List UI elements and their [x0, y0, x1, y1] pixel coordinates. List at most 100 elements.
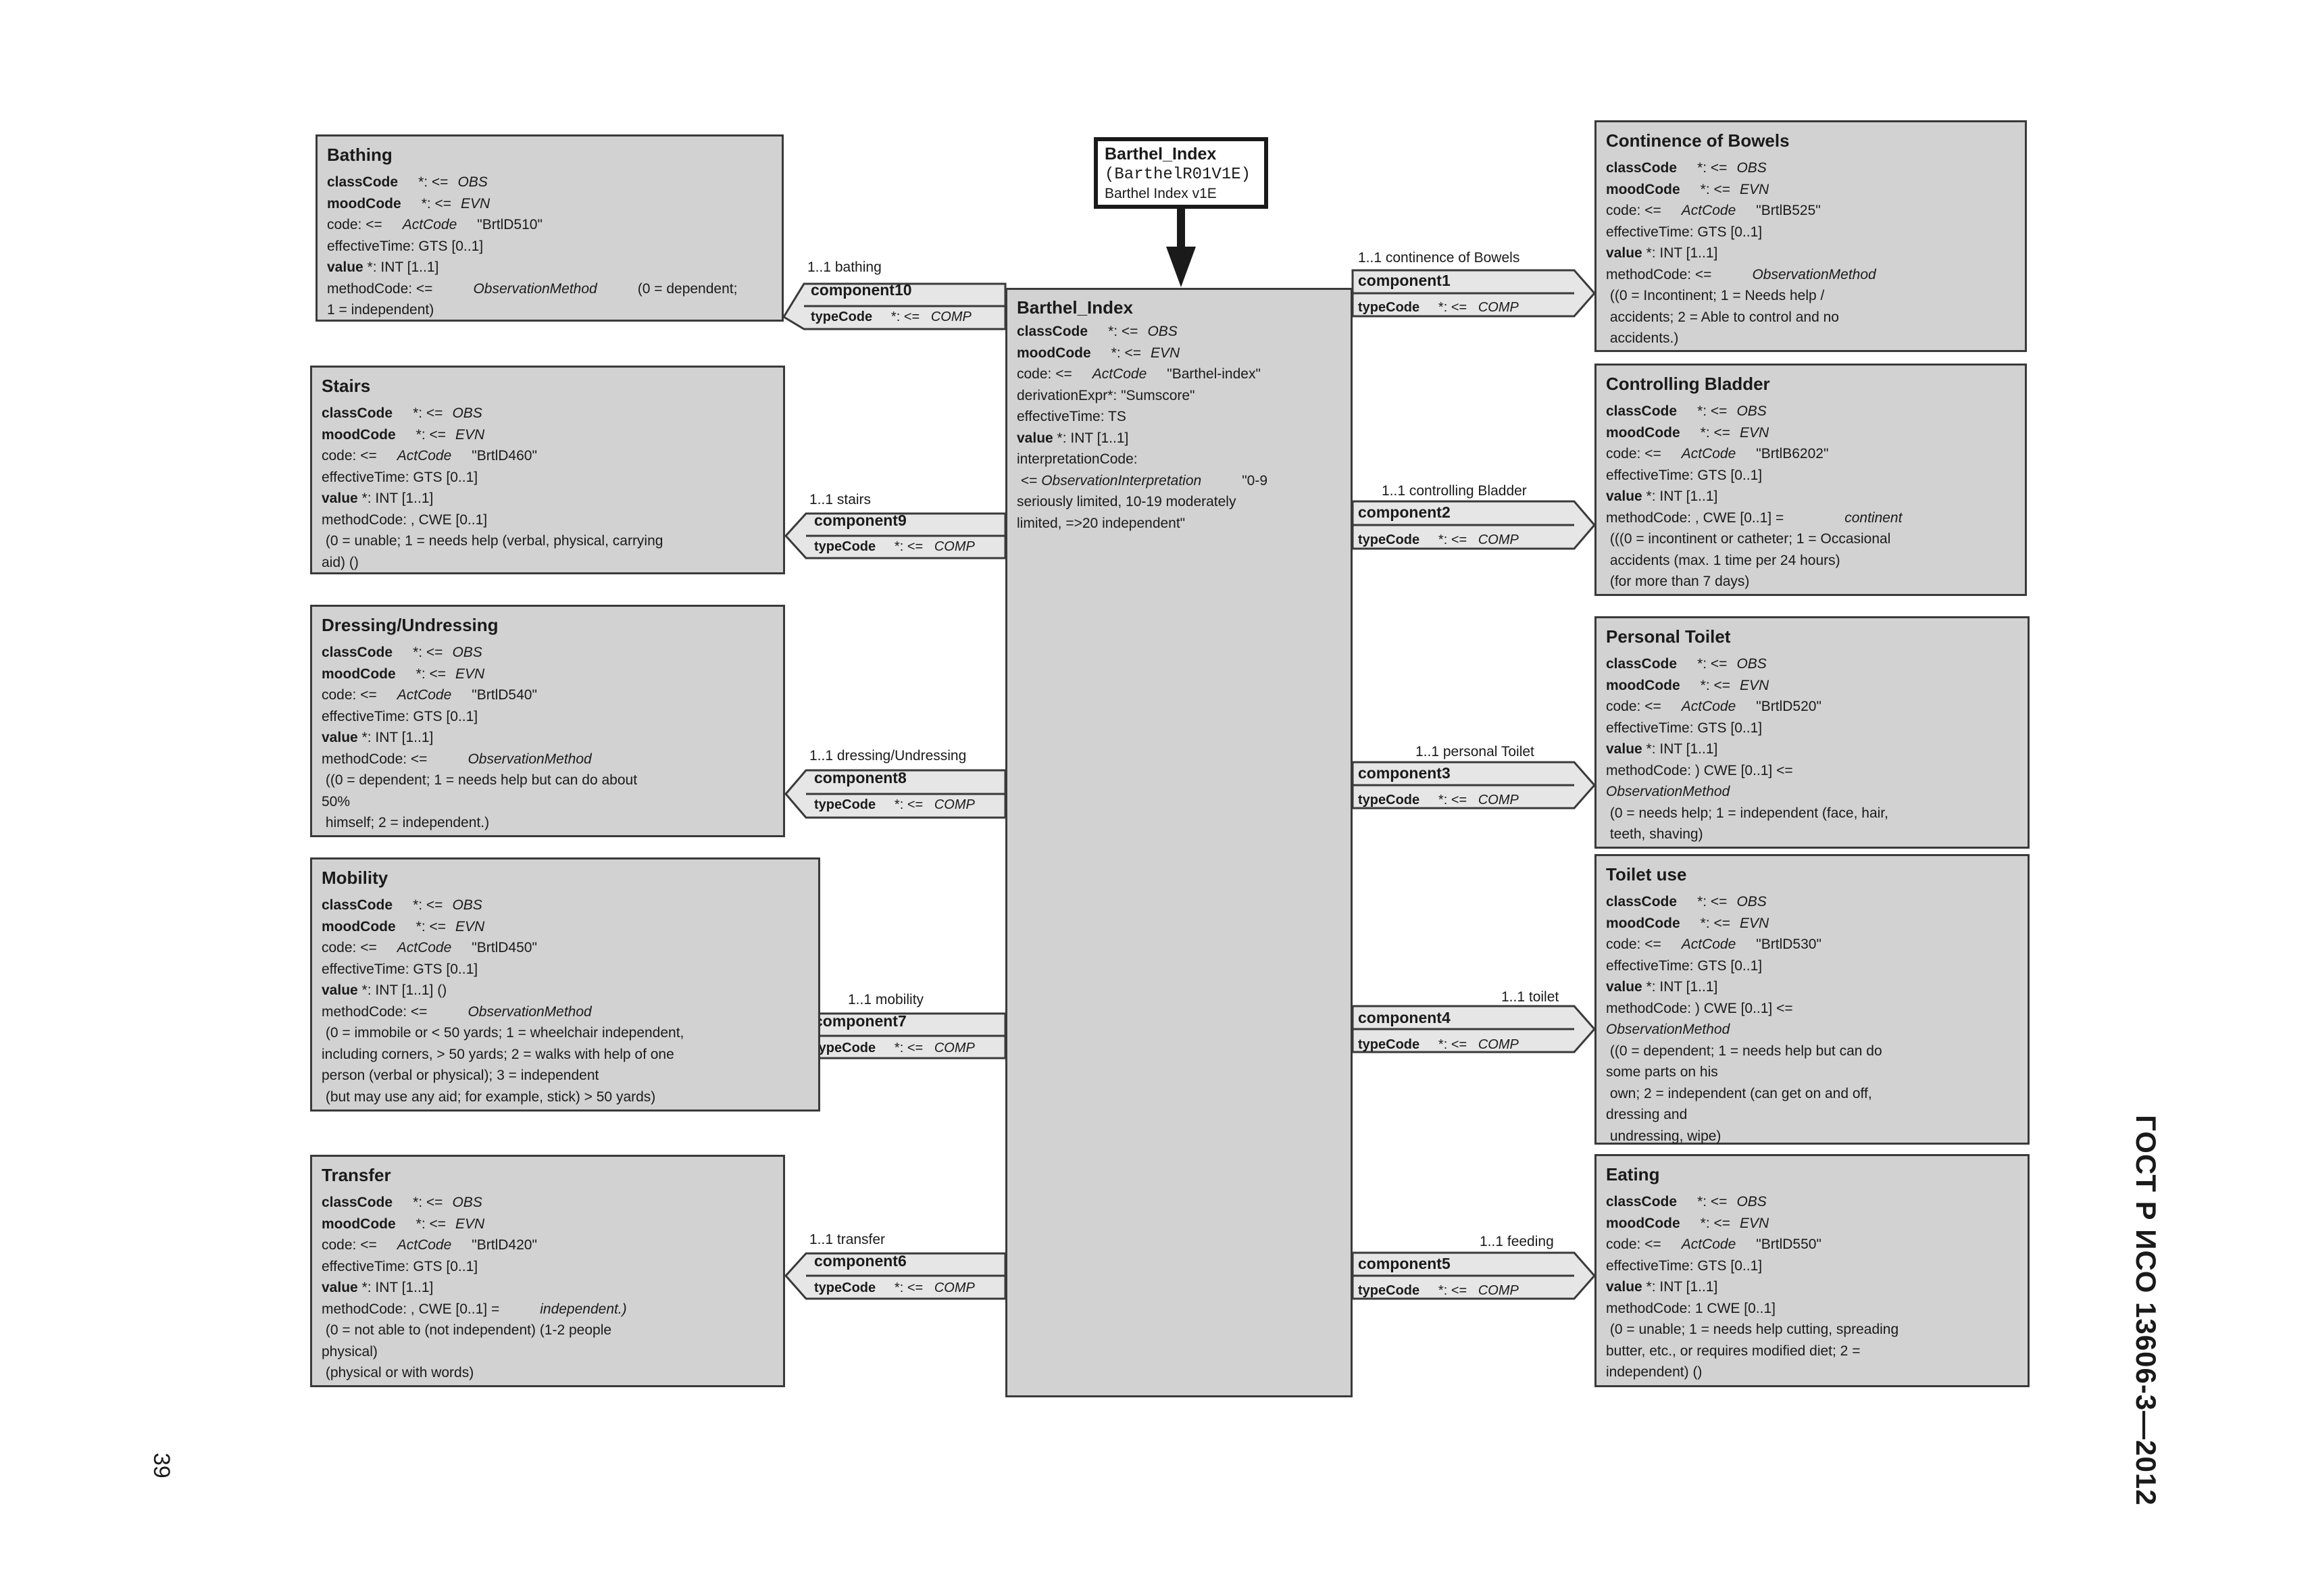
text-span: OBS: [1736, 403, 1767, 419]
text-span: value: [1606, 489, 1642, 504]
text-span: typeCode: [1358, 532, 1420, 547]
connector-name-component8: component8: [814, 769, 907, 787]
text-span: *: <=: [1700, 1215, 1731, 1231]
text-span: *: INT [1..1]: [1646, 489, 1718, 504]
main-interpretation: interpretationCode:: [1017, 451, 1138, 467]
text-span: *: <=: [416, 666, 447, 682]
connector-label-toilet-use: 1..1 toilet: [1501, 989, 1559, 1005]
connector-label-bowels: 1..1 continence of Bowels: [1358, 250, 1520, 266]
text-span: *: <=: [1438, 1283, 1467, 1298]
box-line: code: <=ActCode"BrtlD420": [322, 1235, 774, 1256]
text-span: moodCode: [1606, 424, 1680, 441]
text-span: *: <=: [416, 426, 447, 443]
box-line: methodCode: 1 CWE [0..1]: [1606, 1300, 1776, 1316]
text-span: typeCode: [1358, 1037, 1420, 1052]
box-line: value *: INT [1..1]: [1606, 243, 2015, 264]
text-span: *: <=: [413, 897, 443, 913]
text-span: value: [322, 730, 358, 745]
box-line: accidents; 2 = Able to control and no: [1606, 309, 1839, 325]
main-moodcode: moodCode*: <=EVN: [1017, 343, 1341, 364]
text-span: classCode: [322, 1195, 393, 1210]
connector-typecode-component10: typeCode *: <= COMP: [811, 309, 972, 324]
box-line: effectiveTime: GTS [0..1]: [1606, 957, 1763, 974]
connector-typecode-component6: typeCode *: <= COMP: [814, 1280, 975, 1295]
box-title: Controlling Bladder: [1606, 374, 1770, 394]
box-line: including corners, > 50 yards; 2 = walks…: [322, 1046, 674, 1062]
text-span: OBS: [1147, 324, 1178, 339]
box-line: undressing, wipe): [1606, 1128, 1721, 1144]
text-span: classCode: [322, 897, 393, 913]
box-line: value *: INT [1..1]: [1606, 1276, 2018, 1298]
connector-typecode-component8: typeCode *: <= COMP: [814, 797, 975, 812]
text-span: *: <=: [1438, 793, 1467, 807]
box-line: effectiveTime: GTS [0..1]: [1606, 224, 1763, 240]
box-line: (0 = unable; 1 = needs help cutting, spr…: [1606, 1322, 1899, 1337]
box-bathing: Bathing classCode*: <=OBS moodCode*: <=E…: [316, 134, 784, 322]
box-line: moodCode*: <=EVN: [1606, 675, 2018, 697]
connector-name-component2: component2: [1358, 503, 1451, 521]
text-span: COMP: [934, 797, 975, 812]
text-span: "BrtlD510": [477, 217, 543, 232]
text-span: moodCode: [327, 195, 401, 211]
text-span: code: <=: [322, 448, 377, 464]
text-span: "BrtlD420": [472, 1237, 537, 1253]
text-span: "Barthel-index": [1167, 366, 1261, 382]
box-line: methodCode: <=ObservationMethod: [322, 1001, 809, 1023]
box-line: effectiveTime: GTS [0..1]: [1606, 720, 1763, 736]
text-span: COMP: [934, 1041, 975, 1055]
text-span: "BrtlD540": [472, 687, 537, 703]
box-line: (physical or with words): [322, 1365, 474, 1380]
text-span: OBS: [452, 405, 482, 421]
box-line: accidents (max. 1 time per 24 hours): [1606, 552, 1840, 568]
header-code: (BarthelR01V1E): [1105, 166, 1251, 184]
text-span: EVN: [1740, 181, 1769, 197]
text-span: *: <=: [1438, 532, 1467, 547]
text-span: COMP: [930, 309, 972, 324]
box-line: (((0 = incontinent or catheter; 1 = Occa…: [1606, 531, 1891, 547]
text-span: *: <=: [1111, 345, 1142, 361]
text-span: *: <=: [890, 309, 920, 324]
box-line: (0 = needs help; 1 = independent (face, …: [1606, 805, 1888, 821]
text-span: COMP: [1478, 1283, 1519, 1298]
text-span: methodCode: , CWE [0..1] =: [1606, 509, 1784, 526]
connector-name-component10: component10: [811, 281, 912, 299]
box-line: himself; 2 = independent.): [322, 815, 490, 830]
box-line: some parts on his: [1606, 1064, 1718, 1080]
box-line: methodCode: , CWE [0..1]: [322, 512, 488, 528]
text-span: value: [322, 1280, 358, 1295]
text-span: value: [322, 491, 358, 506]
text-span: typeCode: [1358, 793, 1420, 807]
box-line: classCode*: <=OBS: [1606, 653, 2018, 675]
box-line: moodCode*: <=EVN: [1606, 422, 2015, 444]
text-span: classCode: [1606, 656, 1678, 672]
text-span: ActCode: [1092, 366, 1147, 382]
connector-label-bladder: 1..1 controlling Bladder: [1382, 483, 1527, 499]
text-span: OBS: [452, 645, 482, 660]
box-line: code: <=ActCode"BrtlD540": [322, 684, 774, 706]
text-span: continent: [1844, 509, 1903, 526]
text-span: methodCode: , CWE [0..1] =: [322, 1301, 500, 1317]
text-span: typeCode: [814, 1041, 876, 1055]
box-line: butter, etc., or requires modified diet;…: [1606, 1343, 1861, 1359]
text-span: EVN: [461, 195, 491, 211]
text-span: independent.): [540, 1301, 627, 1317]
box-line: code: <=ActCode"BrtlB6202": [1606, 443, 2015, 465]
box-line: effectiveTime: GTS [0..1]: [327, 238, 484, 254]
text-span: classCode: [1017, 324, 1088, 339]
text-span: "BrtlB525": [1756, 203, 1821, 218]
standard-designation: ГОСТ Р ИСО 13606-3—2012: [2130, 1115, 2162, 1506]
connector-label-toilet: 1..1 personal Toilet: [1415, 744, 1534, 759]
box-line: value *: INT [1..1]: [322, 1277, 774, 1299]
box-line: classCode*: <=OBS: [1606, 157, 2015, 179]
main-interpretation-line2: seriously limited, 10-19 moderately: [1017, 494, 1236, 509]
text-span: *: <=: [1700, 915, 1731, 931]
text-span: code: <=: [1606, 446, 1661, 462]
box-line: effectiveTime: GTS [0..1]: [1606, 1257, 1763, 1274]
connector-typecode-component3: typeCode *: <= COMP: [1358, 793, 1519, 807]
text-span: moodCode: [1606, 1215, 1680, 1231]
box-title: Mobility: [322, 868, 388, 888]
text-span: code: <=: [327, 217, 382, 232]
text-span: ActCode: [1681, 1237, 1736, 1252]
box-line: ObservationMethod: [1606, 784, 1730, 799]
text-span: EVN: [455, 426, 485, 443]
